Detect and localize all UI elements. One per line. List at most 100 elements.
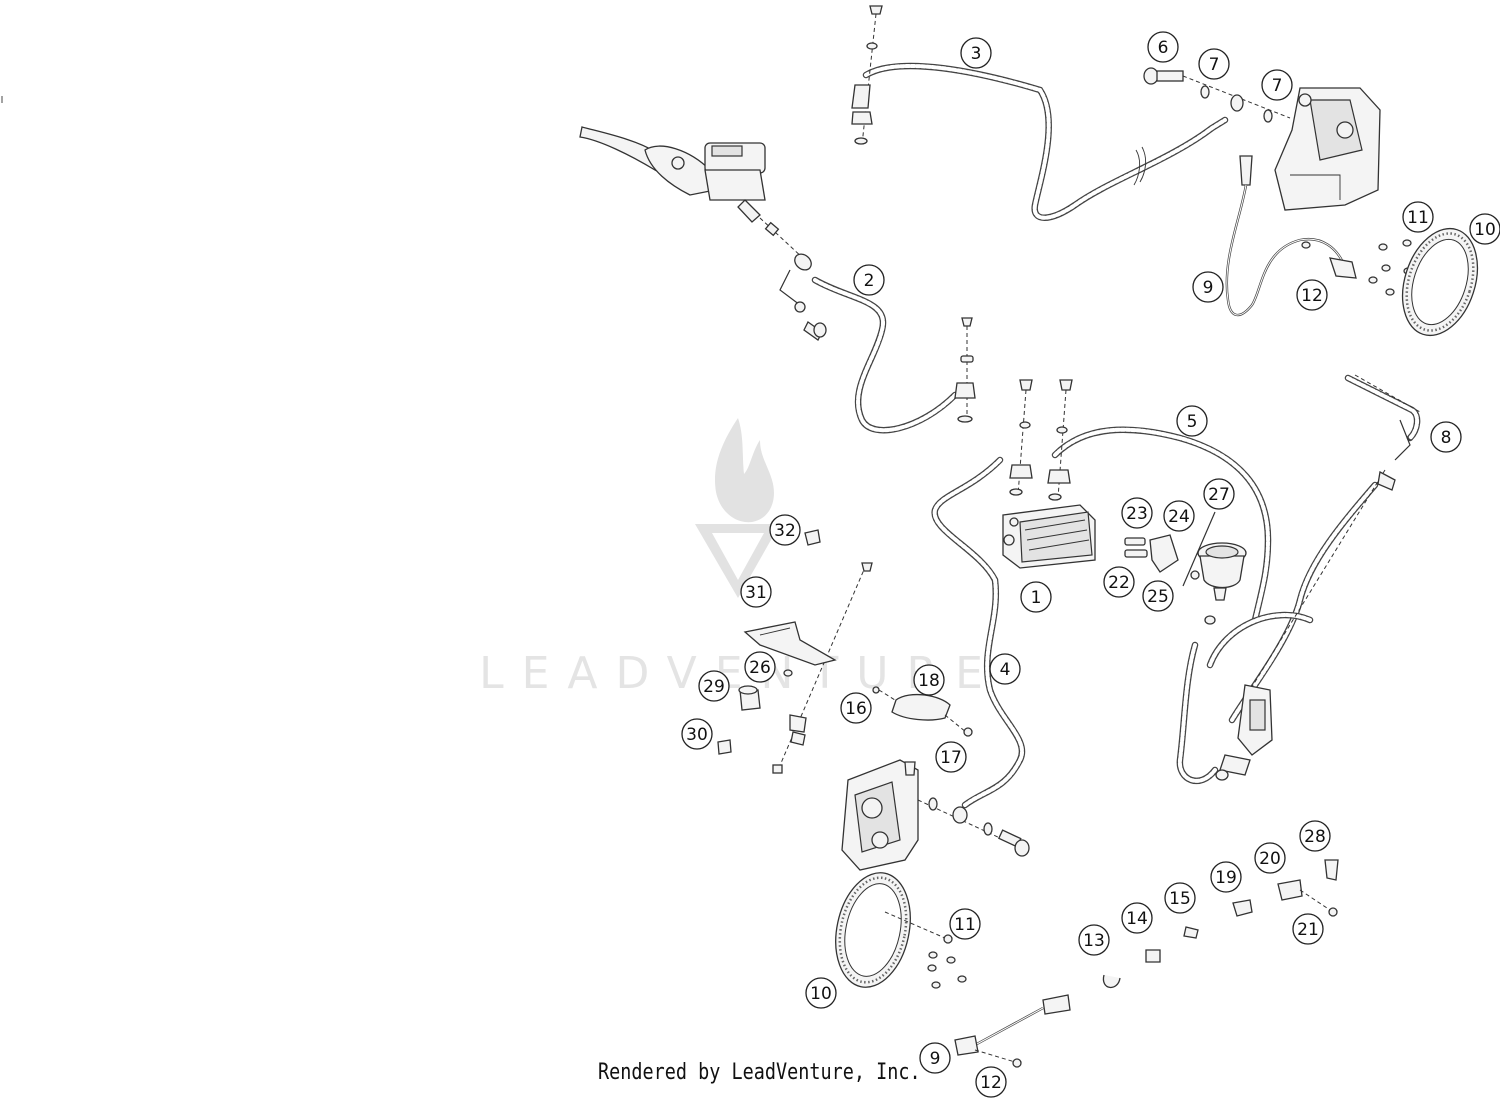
abs-hydraulic-unit <box>1002 504 1096 569</box>
callout-6: 6 <box>1147 31 1179 63</box>
callout-label: 6 <box>1158 38 1169 58</box>
footer-credit: Rendered by LeadVenture, Inc. <box>598 1060 921 1085</box>
callout-26: 26 <box>744 651 776 683</box>
front-abs-sensor <box>954 994 1071 1068</box>
callout-label: 9 <box>1203 278 1214 298</box>
callout-9: 9 <box>919 1042 951 1074</box>
brake-hose-4 <box>931 456 1026 809</box>
callout-label: 12 <box>1301 286 1323 306</box>
callout-label: 3 <box>971 44 982 64</box>
callout-28: 28 <box>1299 820 1331 852</box>
callout-label: 11 <box>1407 208 1429 228</box>
reservoir-bracket <box>1124 511 1216 587</box>
callout-4: 4 <box>989 653 1021 685</box>
callout-label: 31 <box>745 583 767 603</box>
pad-spring-31 <box>743 621 837 666</box>
callout-label: 17 <box>940 748 962 768</box>
callout-16: 16 <box>840 692 872 724</box>
brake-hose-5 <box>1051 426 1272 624</box>
callout-label: 21 <box>1297 920 1319 940</box>
callout-11: 11 <box>949 908 981 940</box>
callout-9: 9 <box>1192 271 1224 303</box>
rear-abs-sensor <box>1225 155 1357 317</box>
callout-label: 26 <box>749 658 771 678</box>
caliper-pin-dashed <box>772 562 873 774</box>
callout-15: 15 <box>1164 882 1196 914</box>
callout-label: 27 <box>1208 485 1230 505</box>
callout-label: 13 <box>1083 931 1105 951</box>
callout-19: 19 <box>1210 861 1242 893</box>
callout-label: 7 <box>1209 55 1220 75</box>
brake-hose-2 <box>811 276 959 434</box>
callout-label: 20 <box>1259 849 1281 869</box>
callout-25: 25 <box>1142 580 1174 612</box>
callout-label: 25 <box>1147 587 1169 607</box>
callout-27: 27 <box>1203 478 1235 510</box>
callout-label: 15 <box>1169 889 1191 909</box>
callout-label: 7 <box>1272 76 1283 96</box>
callout-label: 2 <box>864 271 875 291</box>
callout-label: 8 <box>1441 428 1452 448</box>
callout-label: 24 <box>1168 507 1190 527</box>
callout-31: 31 <box>740 576 772 608</box>
callout-18: 18 <box>913 664 945 696</box>
watermark-text: LEADVENTURE <box>479 648 1001 699</box>
rear-master-cylinder <box>1215 374 1421 781</box>
callout-12: 12 <box>975 1066 1007 1098</box>
cable-clips <box>1102 859 1339 989</box>
callout-21: 21 <box>1292 913 1324 945</box>
callout-label: 1 <box>1031 588 1042 608</box>
callout-label: 10 <box>810 984 832 1004</box>
callout-label: 5 <box>1187 412 1198 432</box>
callout-label: 22 <box>1108 573 1130 593</box>
rear-abs-ring <box>1401 227 1479 337</box>
hose-mounts-abs <box>1009 379 1073 501</box>
callout-label: 12 <box>980 1073 1002 1093</box>
callout-23: 23 <box>1121 497 1153 529</box>
callout-2: 2 <box>853 264 885 296</box>
callout-22: 22 <box>1103 566 1135 598</box>
callout-5: 5 <box>1176 405 1208 437</box>
brake-hose-3 <box>862 62 1229 221</box>
callout-label: 9 <box>930 1049 941 1069</box>
callout-label: 10 <box>1474 220 1496 240</box>
caliper-bolt-and-washers <box>1143 67 1291 123</box>
reservoir-hose-8 <box>1344 374 1421 442</box>
callout-14: 14 <box>1121 902 1153 934</box>
hose-mount-3 <box>851 5 883 146</box>
hose-clamp-18 <box>872 686 973 737</box>
rear-brake-caliper <box>1274 87 1381 211</box>
rear-brake-hose <box>1176 481 1379 784</box>
front-abs-ring-bolts <box>884 911 967 989</box>
callout-12: 12 <box>1296 279 1328 311</box>
callout-13: 13 <box>1078 924 1110 956</box>
callout-label: 14 <box>1126 909 1148 929</box>
callout-label: 19 <box>1215 868 1237 888</box>
hose-mount-2 <box>954 317 976 423</box>
callout-17: 17 <box>935 741 967 773</box>
callout-10: 10 <box>1469 213 1500 245</box>
callout-label: 23 <box>1126 504 1148 524</box>
callout-label: 28 <box>1304 827 1326 847</box>
callout-label: 29 <box>703 677 725 697</box>
front-abs-ring <box>835 872 911 988</box>
callout-3: 3 <box>960 37 992 69</box>
callout-7: 7 <box>1198 48 1230 80</box>
callout-30: 30 <box>681 718 713 750</box>
front-brake-caliper <box>841 759 919 871</box>
callout-1: 1 <box>1020 581 1052 613</box>
callout-label: 16 <box>845 699 867 719</box>
front-master-cylinder <box>579 126 766 223</box>
watermark-logo-icon <box>695 418 780 598</box>
callout-20: 20 <box>1254 842 1286 874</box>
callout-7: 7 <box>1261 69 1293 101</box>
callout-label: 11 <box>954 915 976 935</box>
brake-fluid-reservoir <box>1197 542 1247 625</box>
callout-label: 30 <box>686 725 708 745</box>
callout-32: 32 <box>769 514 801 546</box>
small-parts-front <box>717 529 821 755</box>
callout-10: 10 <box>805 977 837 1009</box>
callout-24: 24 <box>1163 500 1195 532</box>
